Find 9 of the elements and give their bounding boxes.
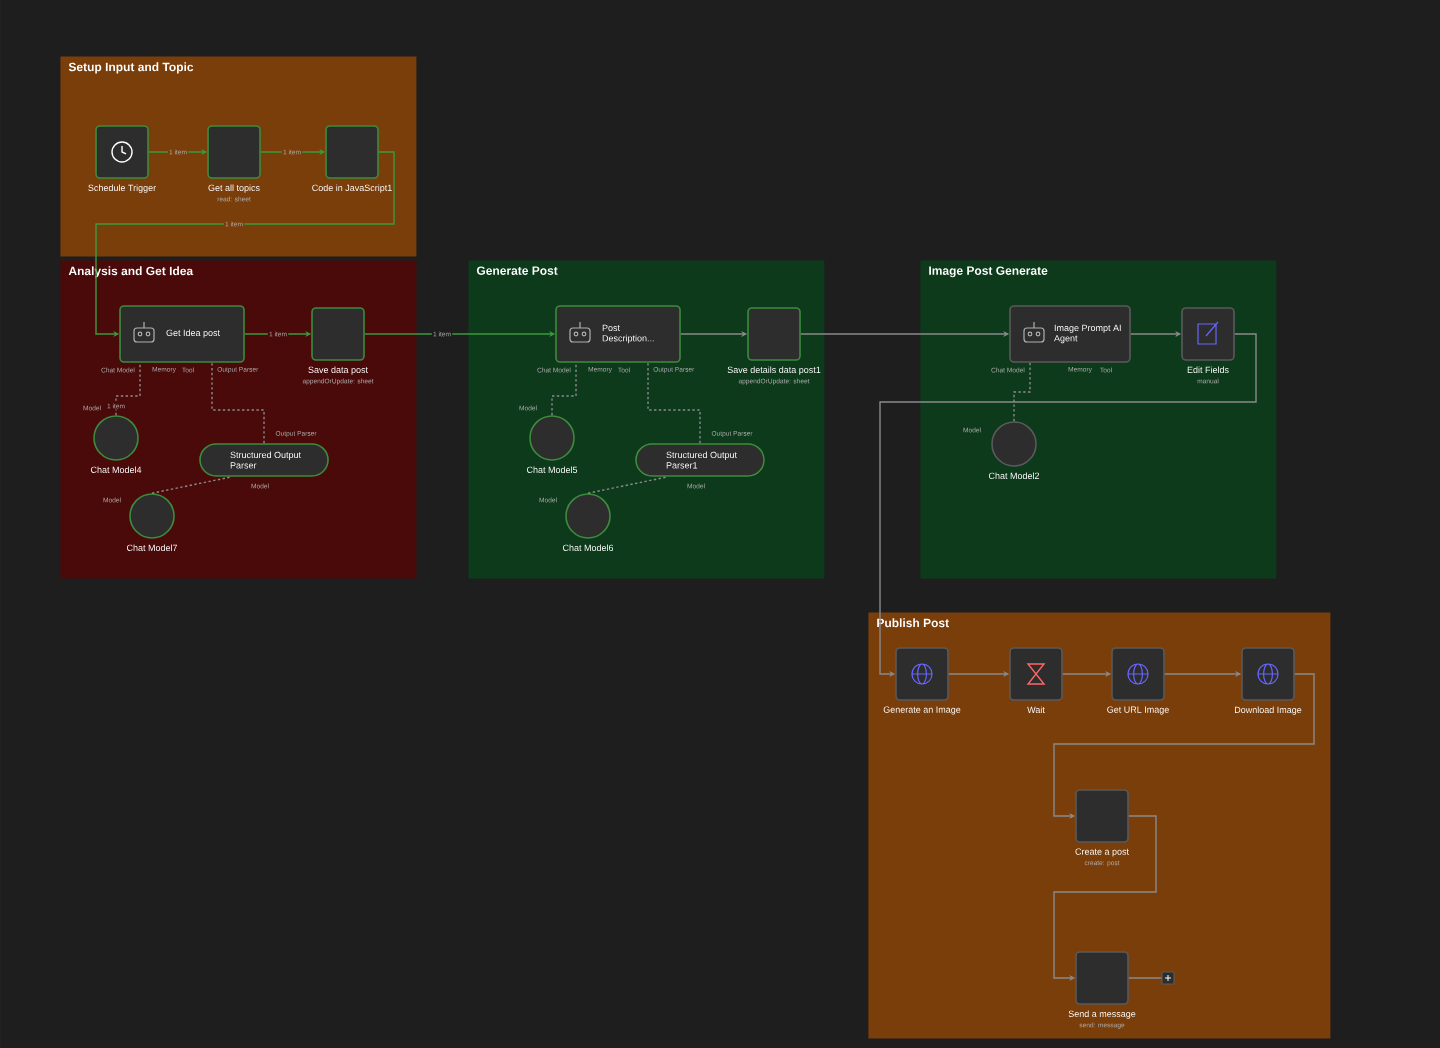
connector — [211, 362, 265, 444]
connector — [551, 362, 577, 416]
add-icon — [1161, 971, 1175, 985]
connector — [115, 362, 141, 416]
connector — [1128, 977, 1163, 979]
connector — [1013, 362, 1031, 422]
connector — [647, 362, 701, 444]
connector — [587, 476, 669, 494]
connector — [151, 476, 233, 494]
